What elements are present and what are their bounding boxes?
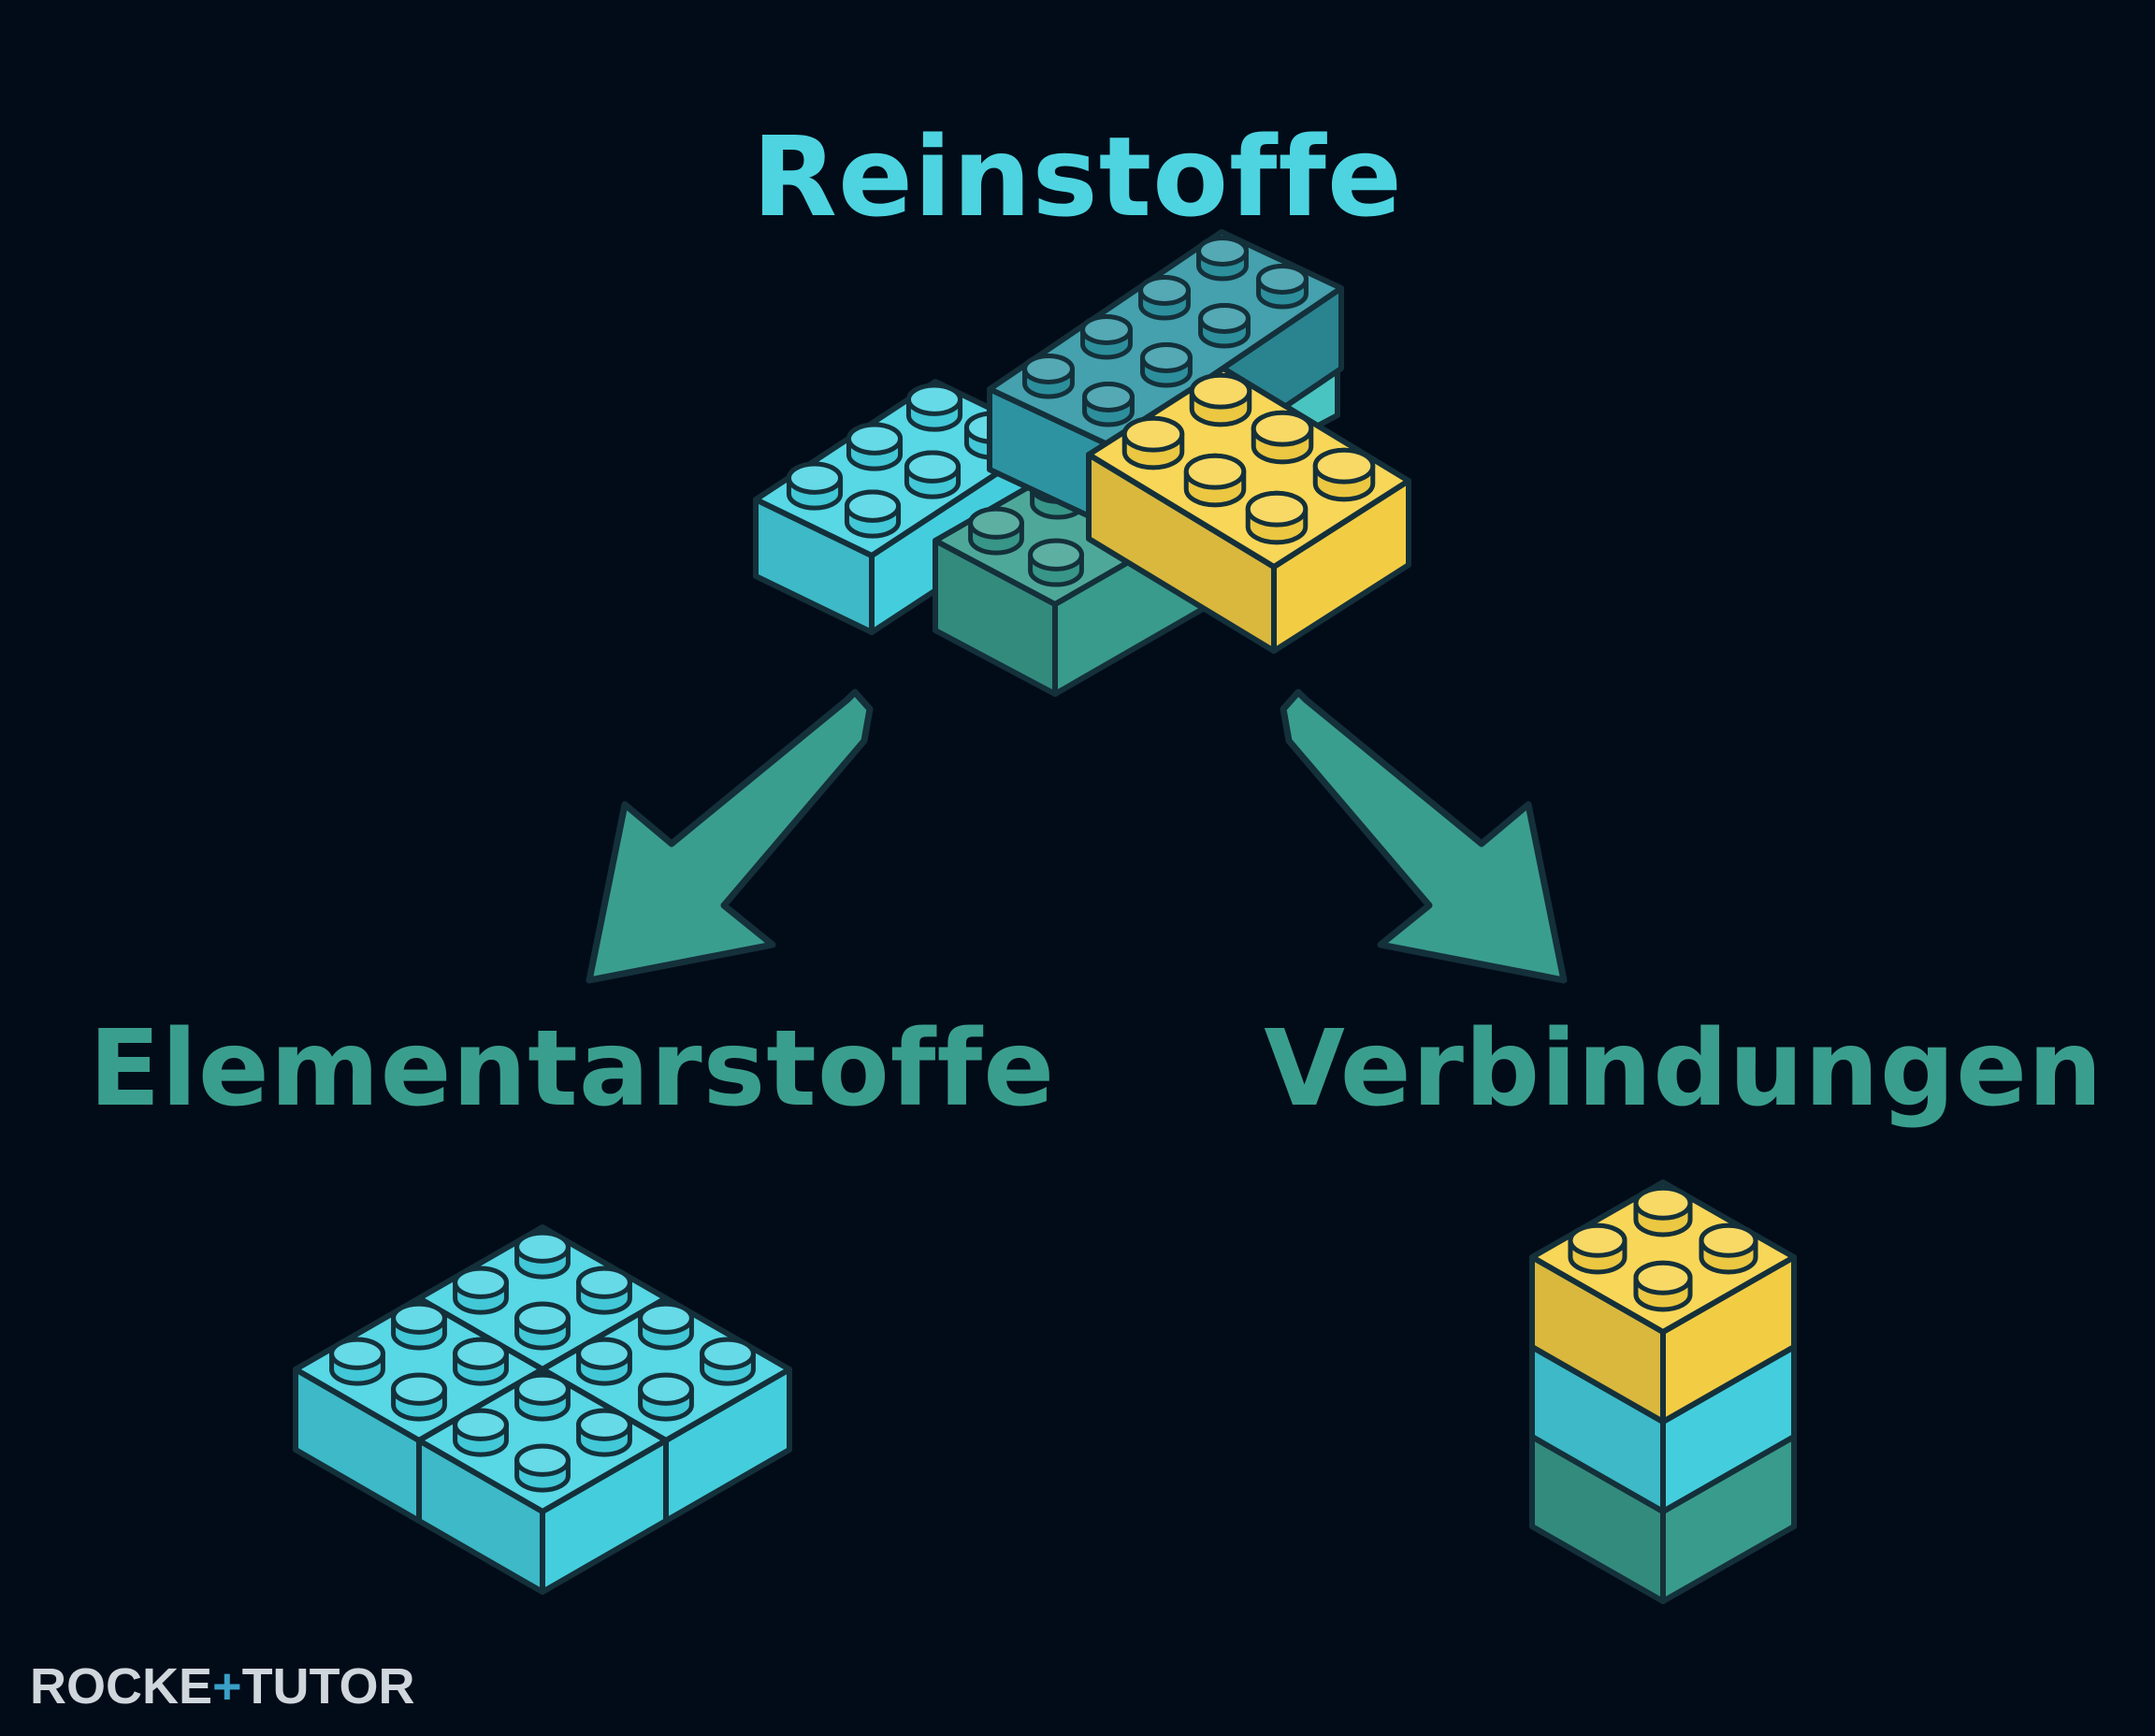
brick-stud (1121, 415, 1185, 470)
mixed-bricks-icon (753, 229, 1411, 697)
brick-stud (1633, 1185, 1693, 1237)
brick-stud (1699, 1222, 1758, 1275)
brick-stud (514, 1301, 571, 1351)
title-elementarstoffe: Elementarstoffe (89, 1008, 1056, 1130)
logo-text-1: ROCKE (30, 1658, 213, 1714)
brick-stud (1633, 1260, 1693, 1312)
title-reinstoffe: Reinstoffe (752, 112, 1403, 241)
arrow-down-left-icon (586, 688, 874, 984)
brick-stud (329, 1337, 385, 1386)
brick-stud (1245, 490, 1309, 545)
brick-stud (904, 450, 962, 499)
arrow-down-right-icon (1280, 688, 1568, 984)
brick-stud (1140, 341, 1193, 388)
brick-stud (391, 1372, 447, 1422)
cyan-brick (753, 379, 1054, 635)
yellow-brick-top (1529, 1179, 1797, 1425)
brick-stud (1198, 302, 1251, 349)
brick-stud (905, 383, 963, 432)
brick-stud (968, 506, 1024, 556)
brick-stud (844, 489, 902, 539)
brick-stud (1196, 235, 1249, 282)
brick-stud (786, 461, 844, 511)
brick-stud (638, 1301, 694, 1351)
brick-stud (1251, 410, 1314, 465)
brick-stud (1080, 313, 1133, 360)
rocket-tutor-logo: ROCKE+TUTOR (30, 1657, 415, 1715)
brick-stud (453, 1408, 509, 1457)
brick-stud (576, 1337, 632, 1386)
brick-stud (638, 1372, 694, 1422)
logo-plus: + (212, 1658, 242, 1714)
brick-stud (453, 1266, 509, 1315)
brick-stud (1028, 538, 1084, 587)
title-verbindungen: Verbindungen (1264, 1008, 2104, 1130)
brick-stud (576, 1266, 632, 1315)
brick-stud (1568, 1222, 1627, 1275)
brick-stud (1189, 372, 1252, 427)
brick-stud (1256, 263, 1309, 310)
brick-stud (846, 422, 904, 471)
brick-stud (391, 1301, 447, 1351)
yellow-brick (1086, 366, 1411, 654)
brick-stud (700, 1337, 756, 1386)
brick-stud (514, 1443, 571, 1493)
brick-stud (1138, 274, 1191, 321)
brick-stud (1082, 381, 1135, 427)
brick-stud (1312, 447, 1376, 502)
logo-text-2: TUTOR (241, 1658, 415, 1714)
brick-stud (453, 1337, 509, 1386)
brick-stud (1183, 453, 1247, 508)
brick-stud (514, 1230, 571, 1280)
brick-plate-icon (293, 1224, 792, 1595)
brick-stud (514, 1372, 571, 1422)
brick-stud (576, 1408, 632, 1457)
brick-stud (1022, 353, 1075, 399)
brick-stack-icon (1529, 1179, 1797, 1604)
cyan-brick-4 (416, 1367, 669, 1595)
